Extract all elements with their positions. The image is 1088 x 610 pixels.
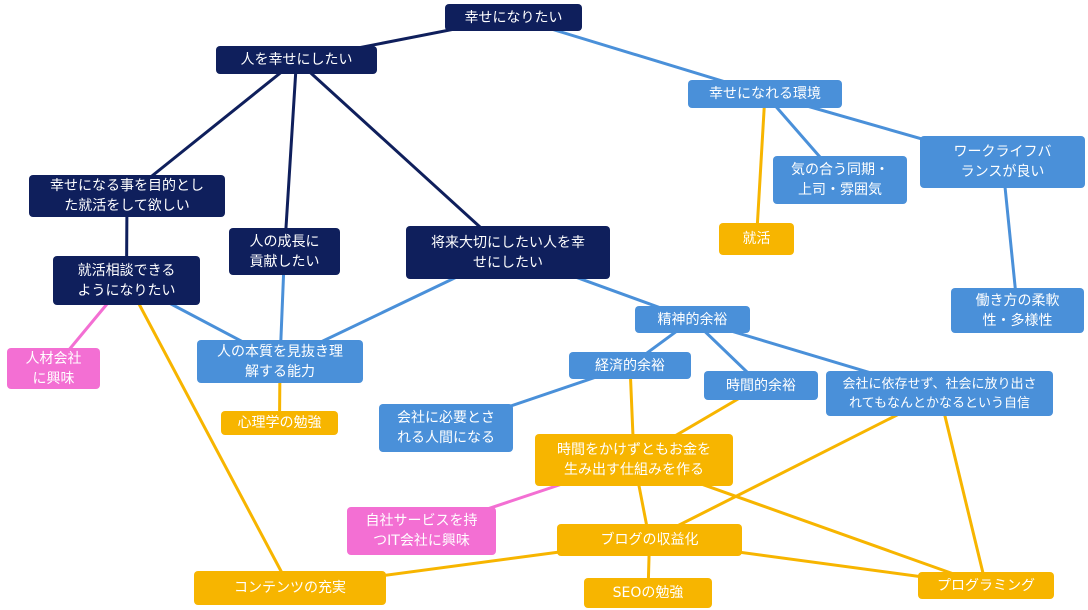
connector-make-others-happy-to-contribute-growth xyxy=(283,58,298,253)
connector-self-reliant-confidence-to-programming xyxy=(938,392,988,587)
node-compatible-colleagues[interactable]: 気の合う同期・ 上司・雰囲気 xyxy=(773,156,907,204)
connector-make-others-happy-to-job-hunting-for-happiness xyxy=(125,58,298,198)
node-job-hunting-for-happiness[interactable]: 幸せになる事を目的とし た就活をして欲しい xyxy=(29,175,225,217)
node-see-through-essence[interactable]: 人の本質を見抜き理 解する能力 xyxy=(197,340,363,383)
node-contribute-growth[interactable]: 人の成長に 貢献したい xyxy=(229,228,340,275)
connector-happy-environment-to-job-hunting xyxy=(755,92,767,241)
node-make-others-happy[interactable]: 人を幸せにしたい xyxy=(216,46,377,74)
node-career-counseling[interactable]: 就活相談できる ようになりたい xyxy=(53,256,200,305)
node-psychology-study[interactable]: 心理学の勉強 xyxy=(221,411,338,435)
node-job-hunting[interactable]: 就活 xyxy=(719,223,794,255)
connector-career-counseling-to-rich-content xyxy=(125,279,292,590)
node-work-life-balance[interactable]: ワークライフバ ランスが良い xyxy=(920,136,1085,188)
node-passive-income[interactable]: 時間をかけずともお金を 生み出す仕組みを作る xyxy=(535,434,733,486)
node-root[interactable]: 幸せになりたい xyxy=(445,4,582,31)
node-time-margin[interactable]: 時間的余裕 xyxy=(704,371,818,400)
node-future-important-person[interactable]: 将来大切にしたい人を幸 せにしたい xyxy=(406,226,610,279)
node-seo-study[interactable]: SEOの勉強 xyxy=(584,578,712,608)
node-hr-interest[interactable]: 人材会社 に興味 xyxy=(7,348,100,389)
node-rich-content[interactable]: コンテンツの充実 xyxy=(194,571,386,605)
node-programming[interactable]: プログラミング xyxy=(918,572,1054,599)
node-blog-monetize[interactable]: ブログの収益化 xyxy=(557,524,742,556)
node-happy-environment[interactable]: 幸せになれる環境 xyxy=(688,80,842,108)
node-needed-person[interactable]: 会社に必要とさ れる人間になる xyxy=(379,404,513,452)
connector-make-others-happy-to-future-important-person xyxy=(295,58,510,254)
node-mental-margin[interactable]: 精神的余裕 xyxy=(635,306,750,333)
node-self-reliant-confidence[interactable]: 会社に依存せず、社会に放り出さ れてもなんとかなるという自信 xyxy=(826,371,1053,416)
node-financial-margin[interactable]: 経済的余裕 xyxy=(569,352,691,379)
connector-self-reliant-confidence-to-blog-monetize xyxy=(648,392,941,542)
node-flexible-work[interactable]: 働き方の柔軟 性・多様性 xyxy=(951,288,1084,333)
node-own-service-it[interactable]: 自社サービスを持 つIT会社に興味 xyxy=(347,507,496,555)
